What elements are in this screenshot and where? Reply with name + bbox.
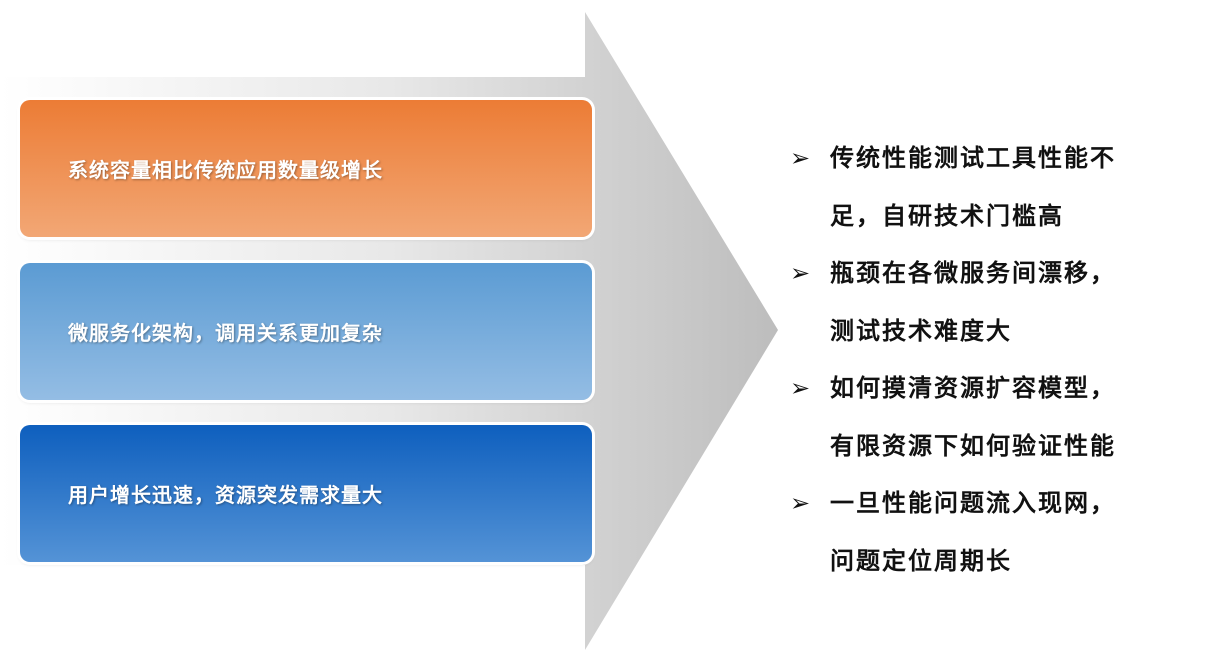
item-line: 如何摸清资源扩容模型， [830,374,1116,402]
list-item: ➢ 如何摸清资源扩容模型， 有限资源下如何验证性能 [790,368,1200,483]
item-line: 瓶颈在各微服务间漂移， [830,259,1116,287]
arrow-bullet-icon: ➢ [790,489,813,517]
challenge-box-user-growth: 用户增长迅速，资源突发需求量大 [20,425,592,562]
arrow-bullet-icon: ➢ [790,144,813,172]
challenge-box-microservices: 微服务化架构，调用关系更加复杂 [20,263,592,400]
arrow-bullet-icon: ➢ [790,374,813,402]
item-line: 测试技术难度大 [830,316,1012,345]
box-text: 用户增长迅速，资源突发需求量大 [68,483,383,507]
list-item: ➢ 瓶颈在各微服务间漂移， 测试技术难度大 [790,253,1200,368]
challenge-box-capacity: 系统容量相比传统应用数量级增长 [20,100,592,237]
problem-list: ➢ 传统性能测试工具性能不 足，自研技术门槛高 ➢ 瓶颈在各微服务间漂移， 测试技术… [790,138,1200,598]
item-line: 有限资源下如何验证性能 [830,431,1116,460]
box-text: 系统容量相比传统应用数量级增长 [68,158,383,182]
list-item: ➢ 传统性能测试工具性能不 足，自研技术门槛高 [790,138,1200,253]
box-text: 微服务化架构，调用关系更加复杂 [68,321,383,345]
item-line: 传统性能测试工具性能不 [830,144,1116,172]
list-item: ➢ 一旦性能问题流入现网， 问题定位周期长 [790,483,1200,598]
arrow-bullet-icon: ➢ [790,259,813,287]
item-line: 问题定位周期长 [830,546,1012,575]
item-line: 一旦性能问题流入现网， [830,489,1116,517]
item-line: 足，自研技术门槛高 [830,201,1064,230]
